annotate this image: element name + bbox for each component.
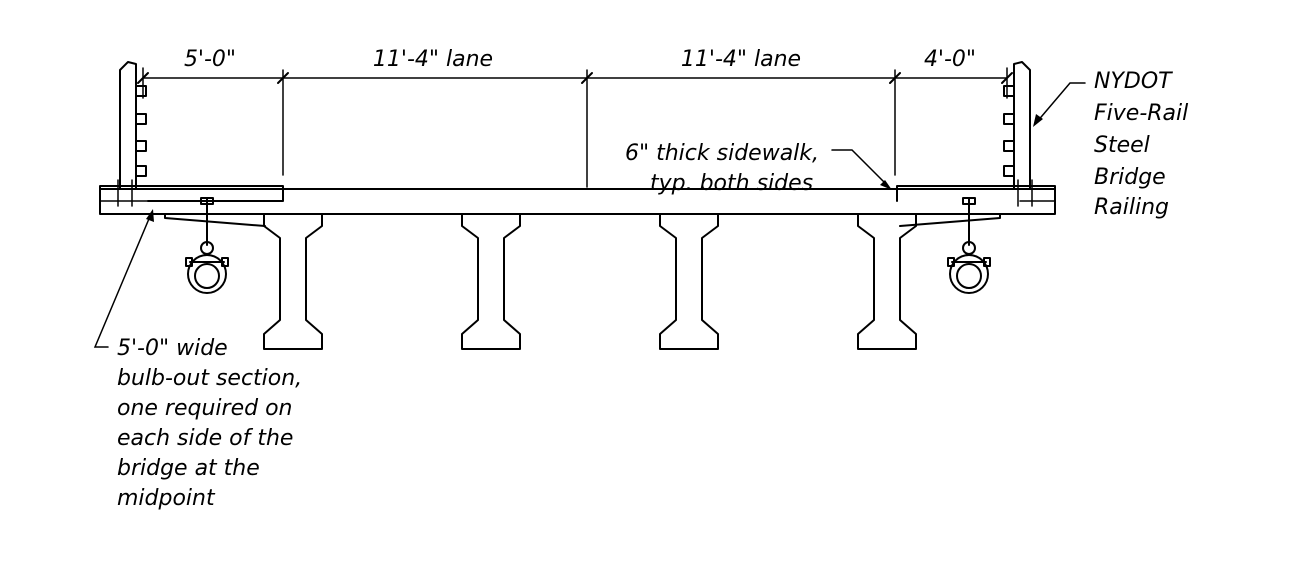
- bulbout-leader: [93, 209, 154, 348]
- bulbout-note-line: bulb-out section,: [117, 366, 302, 391]
- right-sidewalk: [896, 185, 1056, 202]
- deck-slab: [99, 188, 1056, 215]
- railing-note-line: NYDOT: [1094, 69, 1173, 94]
- left-pipe-hanger: [185, 197, 229, 294]
- dimension-lane-2: 11'-4" lane: [681, 47, 801, 72]
- bulbout-note-line: each side of the: [117, 426, 293, 451]
- railing-note-line: Bridge: [1094, 165, 1166, 190]
- railing-leader: [1033, 82, 1086, 127]
- bulbout-note: 5'-0" wide bulb-out section, one require…: [117, 336, 302, 511]
- bulbout-note-line: midpoint: [117, 486, 216, 511]
- left-bridge-railing: [117, 61, 147, 207]
- deck-haunch: [164, 213, 1001, 227]
- left-sidewalk: [99, 185, 284, 202]
- girder-1: [263, 213, 323, 350]
- sidewalk-note: 6" thick sidewalk, typ. both sides: [625, 141, 819, 196]
- dimension-right-sidewalk: 4'-0": [924, 47, 976, 72]
- dimension-lane-1: 11'-4" lane: [373, 47, 493, 72]
- dimension-line: [137, 67, 1013, 188]
- railing-note: NYDOT Five-Rail Steel Bridge Railing: [1094, 69, 1188, 220]
- bulbout-note-line: 5'-0" wide: [117, 336, 228, 361]
- right-pipe-hanger: [947, 197, 991, 294]
- sidewalk-note-line: 6" thick sidewalk,: [625, 141, 819, 166]
- bulbout-note-line: one required on: [117, 396, 292, 421]
- railing-note-line: Five-Rail: [1094, 101, 1188, 126]
- right-bridge-railing: [1003, 61, 1033, 207]
- sidewalk-leader: [831, 149, 892, 190]
- girder-4: [857, 213, 917, 350]
- dimension-left-sidewalk: 5'-0": [184, 47, 236, 72]
- girder-2: [461, 213, 521, 350]
- sidewalk-note-line: typ. both sides: [650, 171, 813, 196]
- bulbout-note-line: bridge at the: [117, 456, 260, 481]
- railing-note-line: Railing: [1094, 195, 1169, 220]
- railing-note-line: Steel: [1094, 133, 1150, 158]
- girder-3: [659, 213, 719, 350]
